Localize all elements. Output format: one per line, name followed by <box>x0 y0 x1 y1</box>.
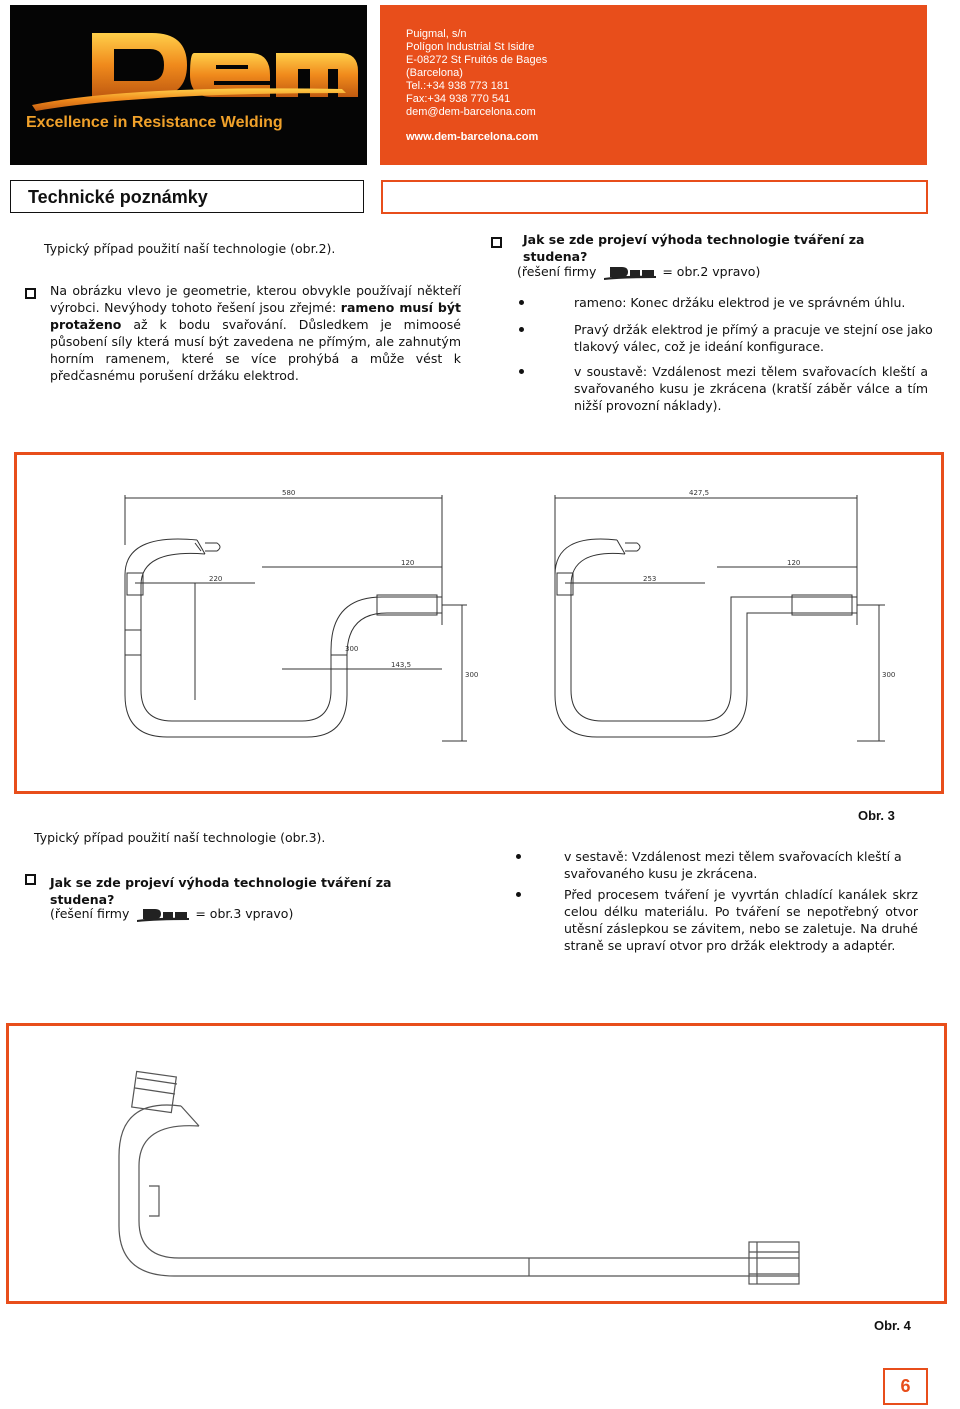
figure-3-label: Obr. 3 <box>858 808 895 823</box>
dim-label: 427,5 <box>689 489 709 497</box>
logo-panel <box>10 5 367 165</box>
figure-4-label: Obr. 4 <box>874 1318 911 1333</box>
contact-line: Puigmal, s/n <box>406 28 467 40</box>
title-frame <box>10 180 364 213</box>
bullet-icon <box>519 369 524 374</box>
bullet-icon <box>519 327 524 332</box>
dem-mini-logo <box>604 266 657 280</box>
contact-phone: Tel.:+34 938 773 181 <box>406 80 510 92</box>
section1-question: Jak se zde projeví výhoda technologie tv… <box>523 232 865 264</box>
contact-email[interactable]: dem@dem-barcelona.com <box>406 106 536 118</box>
figure-2-drawing: 580 220 120 300 143,5 300 427,5 253 120 … <box>124 489 895 742</box>
dim-label: 580 <box>282 489 295 497</box>
checkbox-icon <box>25 288 36 299</box>
dim-label: 143,5 <box>391 661 411 669</box>
page-number: 6 <box>883 1368 928 1405</box>
website-link[interactable]: www.dem-barcelona.com <box>406 131 539 143</box>
figure-4-frame <box>6 1023 947 1304</box>
tagline: Excellence in Resistance Welding <box>26 114 283 131</box>
dem-mini-logo <box>137 908 190 922</box>
section2-question: Jak se zde projeví výhoda technologie tv… <box>50 875 392 907</box>
dim-label: 300 <box>465 671 478 679</box>
dim-label: 300 <box>882 671 895 679</box>
contact-line: (Barcelona) <box>406 67 463 79</box>
figure-4-drawing <box>118 1070 800 1285</box>
bullet-icon <box>516 854 521 859</box>
section1-bullet: Pravý držák elektrod je přímý a pracuje … <box>574 322 933 354</box>
dim-label: 300 <box>345 645 358 653</box>
contact-panel <box>380 5 927 165</box>
contact-line: E-08272 St Fruitós de Bages <box>406 54 548 66</box>
contact-block: Puigmal, s/n Polígon Industrial St Isidr… <box>406 28 547 119</box>
section1-bullet: v soustavě: Vzdálenost mezi tělem svařov… <box>574 364 928 413</box>
section2-answer: (řešení firmy = obr.3 vpravo) <box>50 906 294 922</box>
section1-bullet: rameno: Konec držáku elektrod je ve sprá… <box>574 295 906 310</box>
contact-fax: Fax:+34 938 770 541 <box>406 93 511 105</box>
section2-bullet: Před procesem tváření je vyvrtán chladíc… <box>564 887 918 953</box>
figure-2-frame: 580 220 120 300 143,5 300 427,5 253 120 … <box>14 452 944 794</box>
checkbox-icon <box>491 237 502 248</box>
dem-logo <box>32 33 358 111</box>
section2-bullet: v sestavě: Vzdálenost mezi tělem svařova… <box>564 849 902 881</box>
section1-answer: (řešení firmy = obr.2 vpravo) <box>517 264 761 280</box>
dim-label: 120 <box>787 559 800 567</box>
dim-label: 120 <box>401 559 414 567</box>
contact-line: Polígon Industrial St Isidre <box>406 41 535 53</box>
section2-intro: Typický případ použití naší technologie … <box>34 830 326 845</box>
section1-intro: Typický případ použití naší technologie … <box>44 241 336 256</box>
page-title: Technické poznámky <box>28 187 208 207</box>
section1-paragraph: Na obrázku vlevo je geometrie, kterou ob… <box>50 283 461 383</box>
dim-label: 253 <box>643 575 656 583</box>
dim-label: 220 <box>209 575 222 583</box>
bullet-icon <box>516 892 521 897</box>
bullet-icon <box>519 300 524 305</box>
title-frame-right <box>381 180 928 214</box>
checkbox-icon <box>25 874 36 885</box>
